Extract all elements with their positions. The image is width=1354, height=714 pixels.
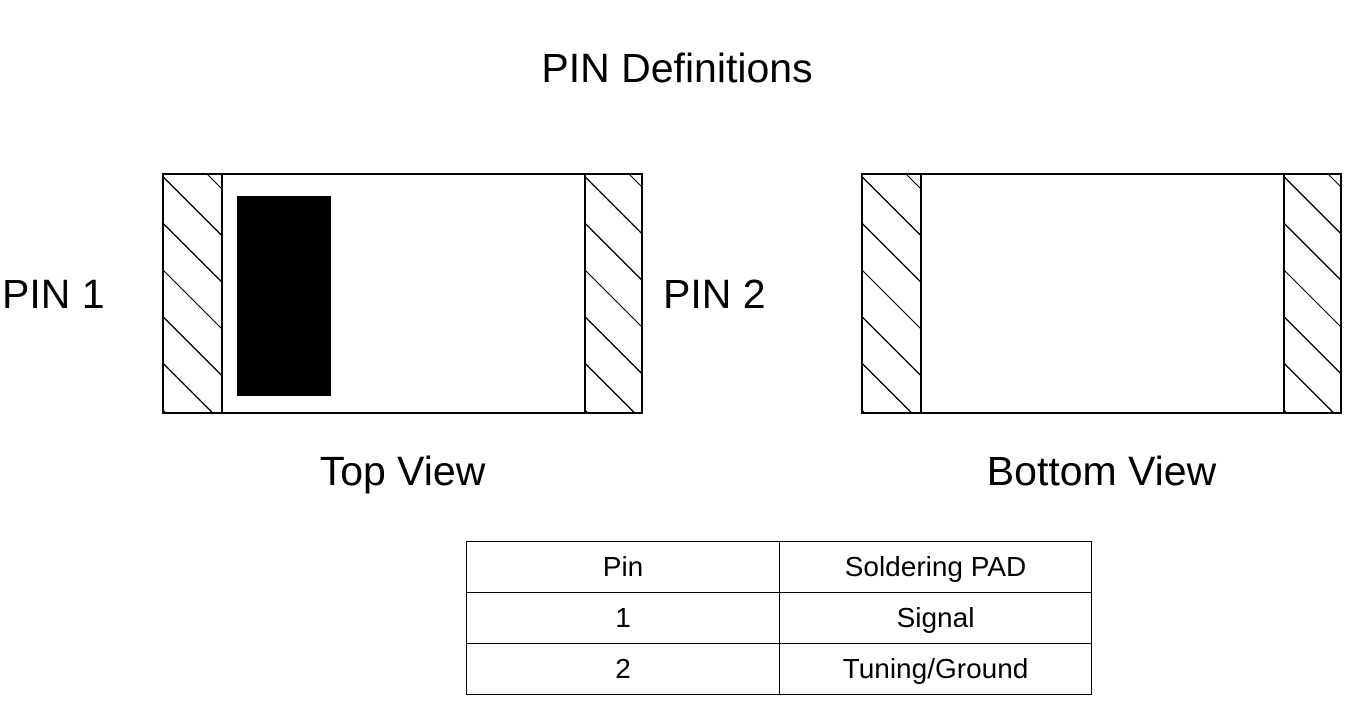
table-cell-pin-number: 2 — [466, 643, 780, 695]
top-view-left-hatched-pad — [164, 175, 223, 412]
table-header-soldering-pad: Soldering PAD — [779, 541, 1092, 593]
table-cell-pin-number: 1 — [466, 592, 780, 644]
top-view-package-outline — [162, 173, 643, 414]
table-row: 1 Signal — [466, 592, 1092, 644]
table-header-row: Pin Soldering PAD — [466, 541, 1092, 593]
bottom-view-caption: Bottom View — [986, 448, 1217, 494]
table-row: 2 Tuning/Ground — [466, 643, 1092, 695]
table-header-pin: Pin — [466, 541, 780, 593]
bottom-view-left-hatched-pad — [863, 175, 922, 412]
top-view-caption: Top View — [319, 448, 486, 494]
top-view-signal-block — [237, 196, 331, 396]
page-title: PIN Definitions — [541, 45, 813, 91]
table-cell-pad-function: Tuning/Ground — [779, 643, 1092, 695]
pin-definition-table: Pin Soldering PAD 1 Signal 2 Tuning/Grou… — [466, 541, 1092, 695]
table-cell-pad-function: Signal — [779, 592, 1092, 644]
bottom-view-right-hatched-pad — [1283, 175, 1340, 412]
pin-1-label: PIN 1 — [2, 271, 105, 317]
top-view-right-hatched-pad — [584, 175, 641, 412]
pin-2-label: PIN 2 — [663, 271, 766, 317]
bottom-view-package-outline — [861, 173, 1342, 414]
